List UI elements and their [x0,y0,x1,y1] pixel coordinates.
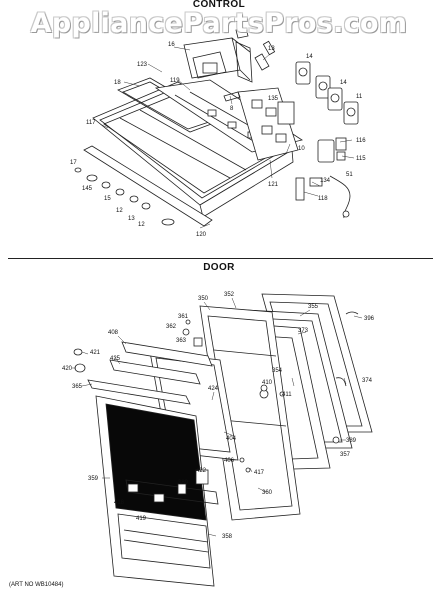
part-label: 145 [82,186,93,192]
part-label: 11 [356,94,363,100]
art-number: (ART NO WB10484) [9,582,64,588]
door-part-labels: 350 352 355 396 361 362 363 373 408 421 … [62,292,375,540]
part-label: 17 [70,160,77,166]
part-label: 121 [268,182,279,188]
part-label: 359 [88,476,99,482]
part-label: 123 [137,62,148,68]
part-label: 14 [306,54,313,60]
part-label: 406 [224,458,235,464]
door-top-trim [109,341,213,385]
part-label: 119 [170,78,180,84]
part-label: 16 [168,42,175,48]
part-label: 116 [356,138,366,144]
part-label: 418 [114,500,125,506]
door-leader-lines [72,297,363,537]
part-label: 134 [320,178,331,184]
part-label: 118 [318,196,328,202]
part-label: 358 [222,534,233,540]
part-label: 135 [268,96,279,102]
bottom-trim-strip [83,145,213,227]
part-label: 389 [346,438,357,444]
part-label: 357 [340,452,351,458]
part-label: 120 [196,232,207,238]
part-label: 352 [224,292,235,298]
lamp-switch [317,137,347,163]
control-part-labels: 16 123 18 119 8 13 14 14 11 135 10 117 1… [70,42,366,238]
part-label: 374 [362,378,373,384]
part-label: 389 [178,480,189,486]
part-label: 51 [346,172,353,178]
wire-harness [295,175,351,219]
part-label: 421 [90,350,101,356]
part-label: 363 [176,338,187,344]
part-label: 362 [166,324,177,330]
switch-bracket [254,40,295,125]
door-outer-panel [95,395,219,587]
part-label: 13 [128,216,135,222]
door-latch-parts [127,469,209,503]
door-section-title: DOOR [203,262,235,273]
section-divider [8,258,433,259]
part-label: 117 [86,120,96,126]
part-label: 408 [108,330,119,336]
watermark: AppliancePartsPros.com [30,8,408,39]
part-label: 417 [254,470,265,476]
control-panel-trim [92,81,294,218]
part-label: 420 [62,366,73,372]
control-section-title: CONTROL [192,0,246,10]
part-label: 13 [268,46,275,52]
part-label: 411 [282,392,292,398]
control-leader-lines [99,46,355,229]
control-knobs [74,167,175,226]
infinite-switches [295,61,359,125]
part-label: 422 [196,468,207,474]
part-label: 115 [356,156,366,162]
part-label: 396 [364,316,375,322]
control-bracket-timer [183,27,253,83]
part-label: 360 [262,490,273,496]
part-label: 361 [178,314,189,320]
part-label: 424 [208,386,219,392]
part-label: 18 [114,80,121,86]
door-small-parts [182,311,359,473]
part-label: 410 [262,380,273,386]
screw-8 [223,91,241,102]
part-label: 14 [340,80,347,86]
part-label: 350 [198,296,209,302]
part-label: 373 [298,328,309,334]
part-label: 15 [104,196,111,202]
part-label: 354 [272,368,283,374]
part-label: 10 [298,146,305,152]
part-label: 404 [226,436,237,442]
part-label: 8 [230,106,234,112]
part-label: 12 [138,222,145,228]
part-label: 425 [110,356,121,362]
door-handle [87,379,191,405]
part-label: 365 [72,384,83,390]
part-label: 12 [116,208,123,214]
part-label: 419 [136,516,147,522]
part-label: 355 [308,304,319,310]
